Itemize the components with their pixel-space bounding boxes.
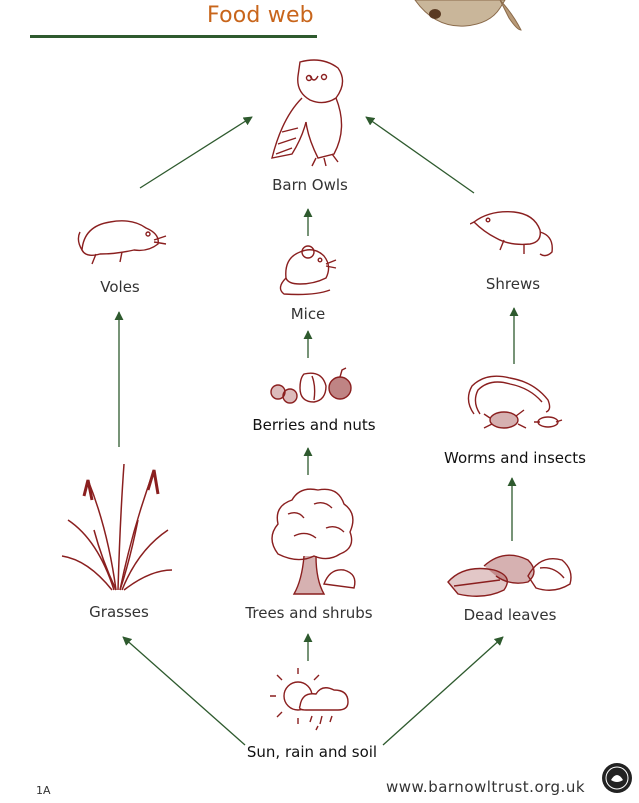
grasses-icon: [61, 463, 173, 591]
page-title: Food web: [207, 3, 314, 28]
node-label-trees-shrubs: Trees and shrubs: [245, 604, 373, 622]
node-label-grasses: Grasses: [89, 603, 149, 621]
arrow-shrews-to-owls: [365, 116, 475, 194]
website-link[interactable]: www.barnowltrust.org.uk: [386, 778, 586, 796]
berries-nuts-icon: [270, 367, 352, 404]
node-label-berries-nuts: Berries and nuts: [252, 416, 376, 434]
title-underline: [30, 35, 317, 38]
barn-owl-icon: [271, 59, 344, 167]
node-label-worms-insects: Worms and insects: [444, 449, 586, 467]
arrow-sun-to-grasses: [122, 636, 246, 746]
shrew-icon: [470, 211, 553, 257]
node-label-barn-owls: Barn Owls: [272, 176, 348, 194]
node-label-dead-leaves: Dead leaves: [463, 606, 557, 624]
sun-rain-icon: [270, 668, 349, 731]
worms-insects-icon: [467, 375, 563, 429]
dead-leaves-icon: [447, 554, 572, 597]
node-label-sun-rain-soil: Sun, rain and soil: [246, 743, 378, 761]
vole-icon: [77, 220, 167, 265]
node-label-voles: Voles: [100, 278, 140, 296]
arrow-sun-to-leaves: [382, 636, 504, 746]
node-label-mice: Mice: [290, 305, 326, 323]
page-number: 1A: [36, 784, 51, 797]
arrow-voles-to-owls: [139, 116, 253, 189]
barn-owl-trust-logo-icon: [602, 763, 632, 793]
node-label-shrews: Shrews: [485, 275, 541, 293]
trees-shrubs-icon: [271, 488, 356, 595]
hare-illustration: [414, 0, 522, 31]
mouse-icon: [279, 245, 337, 296]
